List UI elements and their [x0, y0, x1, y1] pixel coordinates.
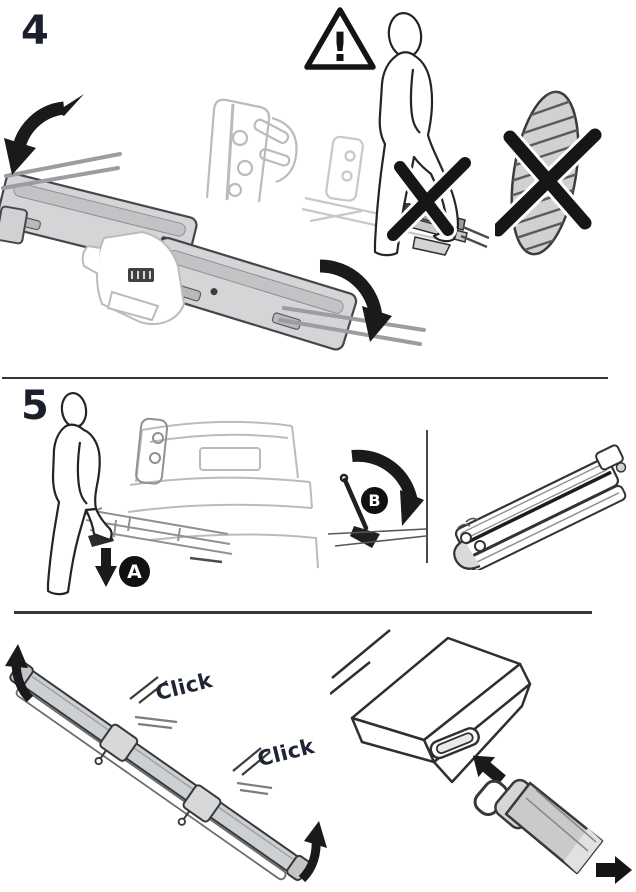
step5-number: 5 — [21, 383, 49, 429]
rotate-lever-arrow-icon — [351, 449, 424, 526]
final-section: Click Click — [0, 613, 636, 892]
lever-rotate-illustration — [328, 449, 427, 548]
support-rods — [1, 152, 426, 346]
step4-number: 4 — [21, 8, 49, 54]
board-joint-2 — [177, 784, 222, 826]
warning-exclamation: ! — [331, 25, 349, 71]
carrier-corner — [330, 629, 532, 784]
ground-lines — [328, 528, 427, 547]
left-end-block — [0, 205, 28, 245]
bike-arm-tower — [205, 98, 298, 203]
carrier-on-car — [79, 417, 233, 564]
lightboard-illustration — [5, 644, 327, 883]
folded-carrier-hook — [453, 517, 486, 570]
step5-section: 5 — [0, 378, 636, 611]
inset-divider-line — [426, 430, 428, 563]
carrier-base — [81, 230, 186, 325]
step4-section: 4 — [0, 0, 636, 378]
insert-strap-arrow-icon — [472, 755, 506, 785]
click-speed-lines-2 — [232, 747, 273, 796]
click-speed-lines-1 — [129, 676, 178, 730]
folded-carrier-illustration — [453, 444, 627, 570]
board-joint-1 — [94, 723, 139, 766]
no-shoe-x-icon — [495, 125, 605, 240]
section-divider-2 — [14, 611, 592, 614]
fold-arrow-down-right-icon — [319, 259, 392, 342]
person-figure — [46, 391, 113, 596]
swing-up-arrow-right-icon — [298, 821, 327, 883]
fold-arrow-down-left-icon — [4, 94, 84, 175]
warning-triangle-icon: ! — [304, 7, 376, 71]
step-marker-a: A — [119, 556, 150, 587]
no-standing-illustration — [373, 12, 490, 257]
person-figure — [373, 12, 460, 257]
strap-insert-illustration — [330, 629, 632, 884]
swing-up-arrow-left-icon — [5, 644, 34, 703]
strap-slot — [429, 727, 480, 760]
next-step-arrow-icon — [596, 856, 632, 884]
carrier-folding-illustration — [0, 94, 453, 351]
strap-buckle — [473, 778, 604, 875]
press-down-arrow-icon — [95, 548, 117, 587]
step-marker-b: B — [361, 487, 388, 514]
no-standing-x-icon — [384, 154, 474, 244]
section-divider-1 — [2, 377, 608, 379]
no-shoe-illustration — [495, 87, 605, 259]
press-pedal-illustration — [46, 391, 319, 596]
